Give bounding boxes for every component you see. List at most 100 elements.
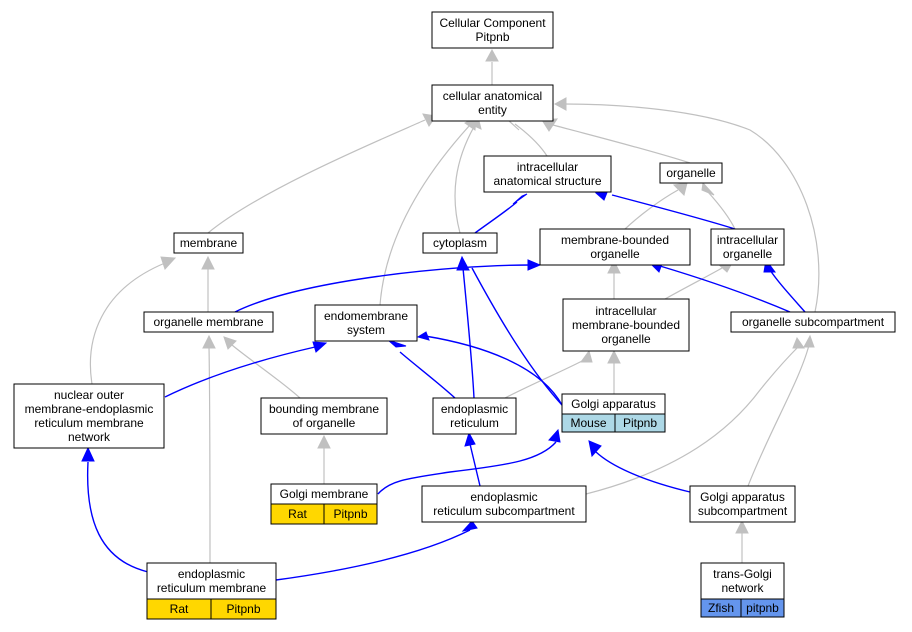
edge-erm-nomer (86, 461, 149, 573)
arrowhead (672, 182, 688, 196)
node-os[interactable]: organelle subcompartment (730, 311, 896, 333)
edge-os-mbo (659, 265, 791, 313)
node-label: system (347, 323, 385, 337)
node-label: organelle subcompartment (742, 315, 885, 329)
node-label: endoplasmic (178, 567, 245, 581)
node-cytoplasm[interactable]: cytoplasm (422, 232, 498, 254)
edge-organelle-cae (552, 124, 691, 164)
edge-er-cytoplasm (462, 267, 475, 399)
node-label: membrane-endoplasmic (25, 402, 154, 416)
edge-gas-os (747, 344, 810, 487)
node-label: endoplasmic (441, 402, 508, 416)
node-box (13, 383, 165, 449)
blue-arrowheads (81, 189, 776, 532)
arrowhead (607, 349, 621, 364)
arrowhead (160, 256, 177, 270)
node-box (659, 162, 723, 184)
edge-gm-ga (377, 441, 557, 495)
gene-label: Pitpnb (333, 507, 367, 521)
node-box (422, 232, 498, 254)
gene-cell (614, 413, 666, 433)
arrowhead (317, 434, 331, 449)
node-label: organelle (601, 332, 651, 346)
node-label: intracellular (517, 160, 578, 174)
node-nomer[interactable]: nuclear outermembrane-endoplasmicreticul… (13, 383, 165, 449)
node-label: entity (478, 103, 507, 117)
node-box (689, 485, 796, 523)
node-membrane[interactable]: membrane (173, 232, 244, 254)
node-box (432, 397, 517, 435)
node-organelle[interactable]: organelle (659, 162, 723, 184)
arrowhead (792, 336, 805, 349)
gene-label: Pitpnb (623, 416, 657, 430)
node-om[interactable]: organelle membrane (143, 311, 274, 333)
node-box (562, 298, 690, 352)
node-label: endomembrane (324, 309, 408, 323)
arrowhead (461, 520, 478, 532)
node-box (539, 228, 691, 266)
arrowhead (512, 193, 528, 205)
arrowhead (416, 331, 430, 341)
node-box (421, 485, 587, 523)
node-label: intracellular (717, 233, 778, 247)
gene-cell (323, 503, 378, 525)
edge-om-mbo (234, 264, 531, 313)
edge-es-cae (379, 124, 471, 306)
arrowhead (387, 339, 407, 348)
node-box (700, 562, 785, 600)
node-label: Golgi apparatus (700, 490, 785, 504)
gene-label: Pitpnb (226, 602, 260, 616)
node-label: bounding membrane (269, 402, 379, 416)
node-label: reticulum (450, 416, 499, 430)
node-label: membrane-bounded (572, 318, 680, 332)
node-label: membrane (180, 236, 238, 250)
arrowhead (485, 48, 499, 62)
edge-gas-ga (595, 451, 691, 493)
node-label: subcompartment (698, 504, 788, 518)
edge-ers-os (585, 344, 801, 495)
edge-erm-om (208, 346, 211, 564)
node-label: Cellular Component (439, 16, 546, 30)
gray-arrowheads (160, 48, 815, 534)
node-label: Golgi apparatus (571, 397, 656, 411)
node-label: nuclear outer (54, 388, 124, 402)
edge-ers-er (469, 443, 481, 487)
node-box (730, 311, 896, 333)
node-box (146, 562, 277, 600)
gene-cell (740, 598, 785, 618)
blue-edges (86, 194, 806, 581)
arrowhead (201, 255, 215, 270)
edge-os-io (769, 269, 806, 313)
arrowhead (588, 440, 602, 458)
node-label: Golgi membrane (280, 487, 369, 501)
arrowhead (735, 519, 749, 534)
species-label: Mouse (570, 416, 606, 430)
node-label: endoplasmic (470, 490, 537, 504)
edge-os-cae (564, 103, 820, 313)
node-label: of organelle (293, 416, 356, 430)
node-box (483, 155, 612, 193)
edge-erm-ers (275, 529, 471, 581)
edge-io-organelle (707, 191, 736, 230)
node-label: cytoplasm (433, 236, 487, 250)
arrowhead (223, 336, 237, 350)
edge-bmo-om (231, 344, 301, 399)
node-label: intracellular (595, 304, 656, 318)
arrowhead (553, 97, 567, 111)
